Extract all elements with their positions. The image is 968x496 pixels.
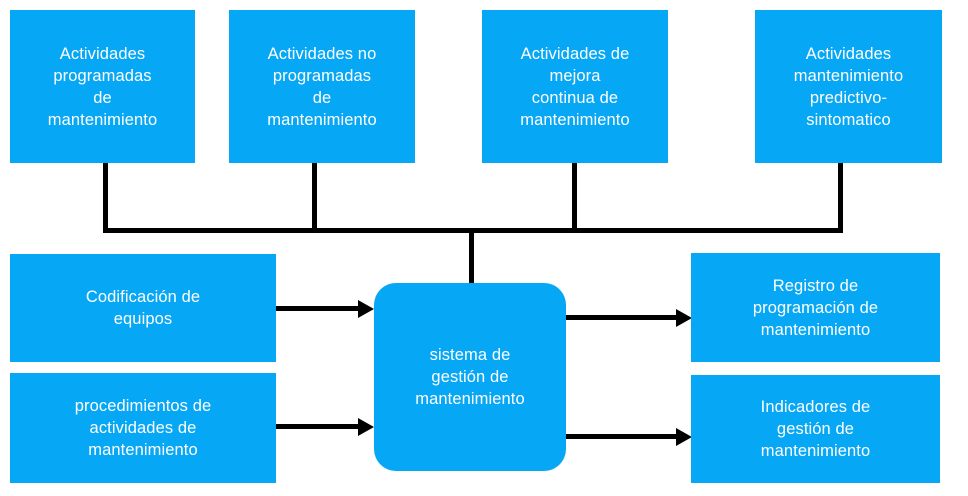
arrow-sistema-to-indicadores-line — [566, 434, 676, 439]
node-label: Actividades programadas de mantenimiento — [47, 44, 158, 129]
arrow-codificacion-to-sistema-line — [276, 306, 358, 311]
connector-drop-actividades-predictivo — [838, 163, 843, 231]
node-actividades-programadas[interactable]: Actividades programadas de mantenimiento — [10, 10, 195, 163]
node-label: Indicadores de gestión de mantenimiento — [760, 398, 871, 460]
arrow-sistema-to-indicadores-head — [676, 428, 692, 446]
node-procedimientos-actividades[interactable]: procedimientos de actividades de manteni… — [10, 373, 276, 483]
connector-drop-actividades-mejora-continua — [572, 163, 577, 231]
node-label: Codificación de equipos — [85, 288, 201, 328]
arrow-sistema-to-registro-line — [566, 315, 676, 320]
node-label: Actividades de mejora continua de manten… — [520, 44, 630, 129]
arrow-sistema-to-registro-head — [676, 309, 692, 327]
connector-drop-actividades-programadas — [103, 163, 108, 231]
arrow-procedimientos-to-sistema-head — [358, 418, 374, 436]
node-actividades-no-programadas[interactable]: Actividades no programadas de mantenimie… — [229, 10, 415, 163]
node-registro-programacion[interactable]: Registro de programación de mantenimient… — [691, 253, 940, 362]
node-label: Actividades mantenimiento predictivo- si… — [793, 44, 904, 129]
node-label: Registro de programación de mantenimient… — [752, 276, 879, 339]
node-actividades-predictivo[interactable]: Actividades mantenimiento predictivo- si… — [755, 10, 942, 163]
node-sistema-gestion-mantenimiento[interactable]: sistema de gestión de mantenimiento — [374, 283, 566, 471]
node-label: procedimientos de actividades de manteni… — [74, 397, 212, 459]
node-actividades-mejora-continua[interactable]: Actividades de mejora continua de manten… — [482, 10, 668, 163]
connector-drop-actividades-no-programadas — [312, 163, 317, 231]
node-label: Actividades no programadas de mantenimie… — [267, 44, 377, 129]
connector-bus-to-center — [469, 228, 474, 286]
node-label: sistema de gestión de mantenimiento — [415, 346, 525, 408]
node-indicadores-gestion[interactable]: Indicadores de gestión de mantenimiento — [691, 375, 940, 483]
node-codificacion-equipos[interactable]: Codificación de equipos — [10, 254, 276, 362]
arrow-codificacion-to-sistema-head — [358, 300, 374, 318]
arrow-procedimientos-to-sistema-line — [276, 424, 358, 429]
